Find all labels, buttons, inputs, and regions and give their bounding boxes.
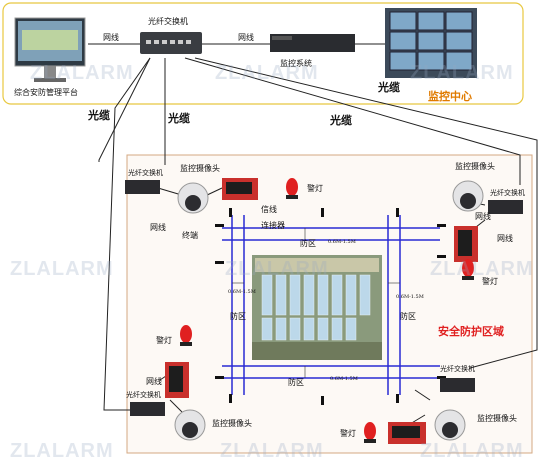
switch-tl — [125, 180, 160, 194]
controller-tl — [222, 178, 258, 200]
fiber-line-left — [98, 57, 151, 162]
alarm-light-tl — [286, 178, 298, 199]
net-br — [414, 389, 431, 401]
fiber-left-label: 光缆 — [88, 109, 110, 122]
watermark: ZLALARM — [10, 258, 114, 280]
dim-bottom-label: 0.6M-1.5M — [330, 376, 358, 382]
controller-tr — [454, 226, 478, 262]
switch-br — [440, 378, 475, 392]
br-switch-label: 光纤交换机 — [440, 365, 475, 373]
monitor-system-label: 监控系统 — [280, 59, 312, 68]
watermark: ZLALARM — [430, 258, 534, 280]
bl-net-label: 网线 — [146, 377, 162, 386]
alarm-light-br — [364, 422, 376, 443]
tl-net-label: 网线 — [150, 223, 166, 232]
fiber-mid-label: 光缆 — [168, 112, 190, 125]
watermark: ZLALARM — [215, 62, 319, 84]
watermark: ZLALARM — [220, 440, 324, 462]
dim-left-label: 0.6M-1.5M — [228, 289, 256, 295]
net-left-label: 网线 — [103, 33, 119, 42]
switch-tr — [488, 200, 523, 214]
fiber-right-label: 光缆 — [330, 114, 352, 127]
zone-top-label: 防区 — [300, 239, 316, 248]
tr-net-a-label: 网线 — [475, 212, 491, 221]
tr-alarm-label: 警灯 — [482, 277, 498, 286]
fiber-top-label: 光缆 — [378, 81, 400, 94]
dim-top-label: 0.6M-1.5M — [328, 239, 356, 245]
alarm-light-bl — [180, 325, 192, 346]
net-right-label: 网线 — [238, 33, 254, 42]
tr-net-b-label: 网线 — [497, 234, 513, 243]
top-switch-label: 光纤交换机 — [148, 17, 188, 26]
monitor-center-frame — [2, 2, 524, 105]
secure-area-label: 安全防护区域 — [438, 325, 504, 338]
tl-camera-label: 监控摄像头 — [180, 164, 220, 173]
camera-tl — [177, 182, 209, 214]
signal-line-label: 信线 — [261, 205, 277, 214]
switch-bl — [130, 402, 165, 416]
camera-br — [434, 409, 466, 441]
bl-camera-label: 监控摄像头 — [212, 419, 252, 428]
zone-right-label: 防区 — [400, 312, 416, 321]
fiber-line-left-down — [103, 57, 151, 411]
alarm-light-tr — [462, 259, 474, 280]
zone-bottom-label: 防区 — [288, 378, 304, 387]
fiber-line-right-top — [184, 57, 521, 185]
tr-camera-label: 监控摄像头 — [455, 162, 495, 171]
watermark: ZLALARM — [30, 62, 134, 84]
controller-bl — [165, 362, 189, 398]
watermark: ZLALARM — [420, 440, 524, 462]
connector-label: 连接器 — [261, 221, 285, 230]
camera-tr — [452, 180, 484, 212]
platform-label: 综合安防管理平台 — [14, 88, 78, 97]
dim-right-label: 0.6M-1.5M — [396, 294, 424, 300]
bl-alarm-label: 警灯 — [156, 336, 172, 345]
bl-switch-label: 光纤交换机 — [126, 391, 161, 399]
watermark: ZLALARM — [410, 62, 514, 84]
zone-left-label: 防区 — [230, 312, 246, 321]
terminal-label: 终端 — [182, 231, 198, 240]
watermark: ZLALARM — [225, 258, 329, 280]
br-alarm-label: 警灯 — [340, 429, 356, 438]
tl-switch-label: 光纤交换机 — [128, 169, 163, 177]
fiber-line-right-far — [194, 57, 538, 369]
camera-bl — [174, 409, 206, 441]
watermark: ZLALARM — [10, 440, 114, 462]
controller-br — [388, 422, 426, 444]
monitor-center-label: 监控中心 — [428, 90, 472, 103]
tl-alarm-label: 警灯 — [307, 184, 323, 193]
br-camera-label: 监控摄像头 — [477, 414, 517, 423]
tr-switch-label: 光纤交换机 — [490, 189, 525, 197]
